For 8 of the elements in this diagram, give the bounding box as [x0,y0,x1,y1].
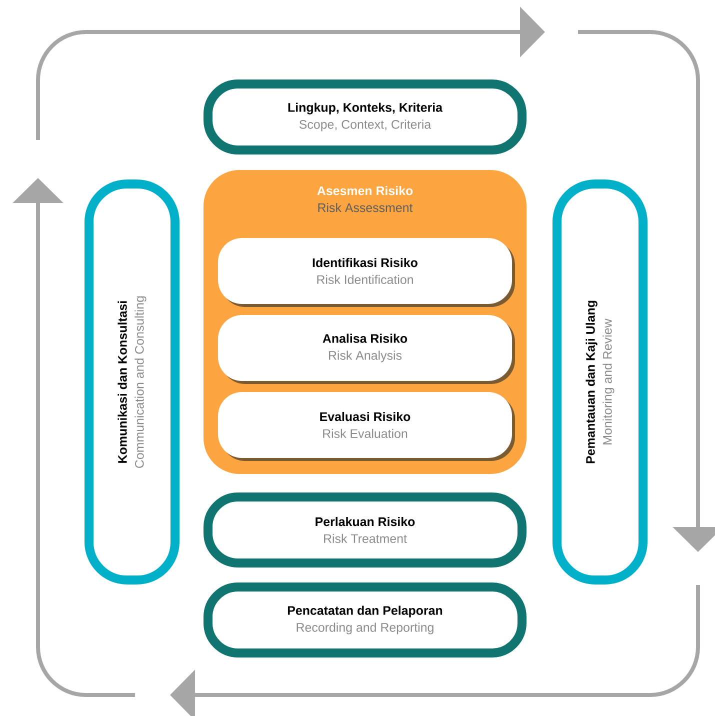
step-card: Evaluasi Risiko Risk Evaluation [218,392,515,461]
step-card: Analisa Risiko Risk Analysis [218,315,515,384]
stage-box: Perlakuan Risiko Risk Treatment [204,492,526,568]
stage-box: Lingkup, Konteks, Kriteria Scope, Context, Criteria [204,80,526,154]
side-box: Komunikasi dan Konsultasi Communication and Consulting [84,180,180,584]
side-box: Pemantauan dan Kaji Ulang Monitoring and Review [552,180,648,584]
step-card: Identifikasi Risiko Risk Identification [218,238,515,307]
stage-box: Pencatatan dan Pelaporan Recording and Reporting [204,582,526,658]
